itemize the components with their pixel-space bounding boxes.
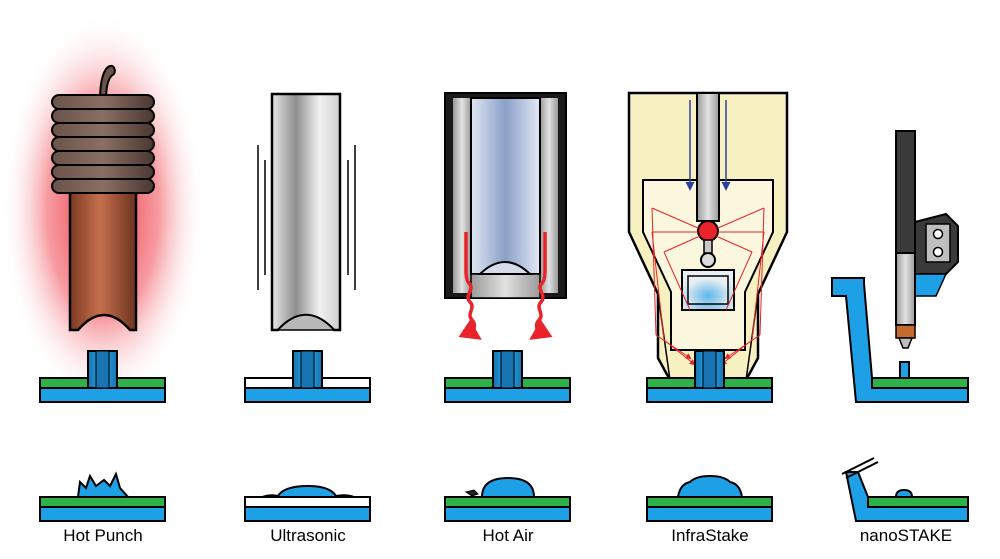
ultrasonic-horn-icon [270, 92, 342, 332]
label-ultrasonic: Ultrasonic [270, 526, 346, 545]
part-after-staking [39, 471, 166, 522]
hot-air-flow-arrows [458, 232, 553, 340]
part-after-staking [444, 476, 571, 522]
part-before-staking [39, 350, 166, 403]
infrared-rays [651, 207, 765, 366]
heated-punch-tool [68, 188, 138, 332]
part-after-staking [841, 457, 969, 522]
nanostake-column [831, 130, 969, 522]
part-before-staking [831, 277, 969, 403]
part-before-staking [646, 350, 773, 403]
infrastake-column [627, 91, 789, 522]
ultrasonic-column [244, 92, 371, 522]
part-after-staking [646, 474, 773, 522]
part-before-staking [444, 350, 571, 403]
hot-punch-column [1, 12, 205, 522]
heating-coil-icon [51, 64, 155, 194]
stake-tool-icon [895, 130, 959, 349]
label-hot-punch: Hot Punch [63, 526, 143, 545]
infrared-lamp-icon [627, 91, 789, 382]
label-hot-air: Hot Air [482, 526, 534, 545]
vibration-lines [257, 145, 356, 290]
label-nanostake: nanoSTAKE [859, 526, 953, 545]
hot-air-column [444, 92, 571, 522]
label-infrastake: InfraStake [671, 526, 749, 545]
part-after-staking [244, 484, 371, 522]
hot-air-nozzle-icon [444, 92, 567, 299]
part-before-staking [244, 350, 371, 403]
coolant-flow-arrows [685, 100, 731, 191]
